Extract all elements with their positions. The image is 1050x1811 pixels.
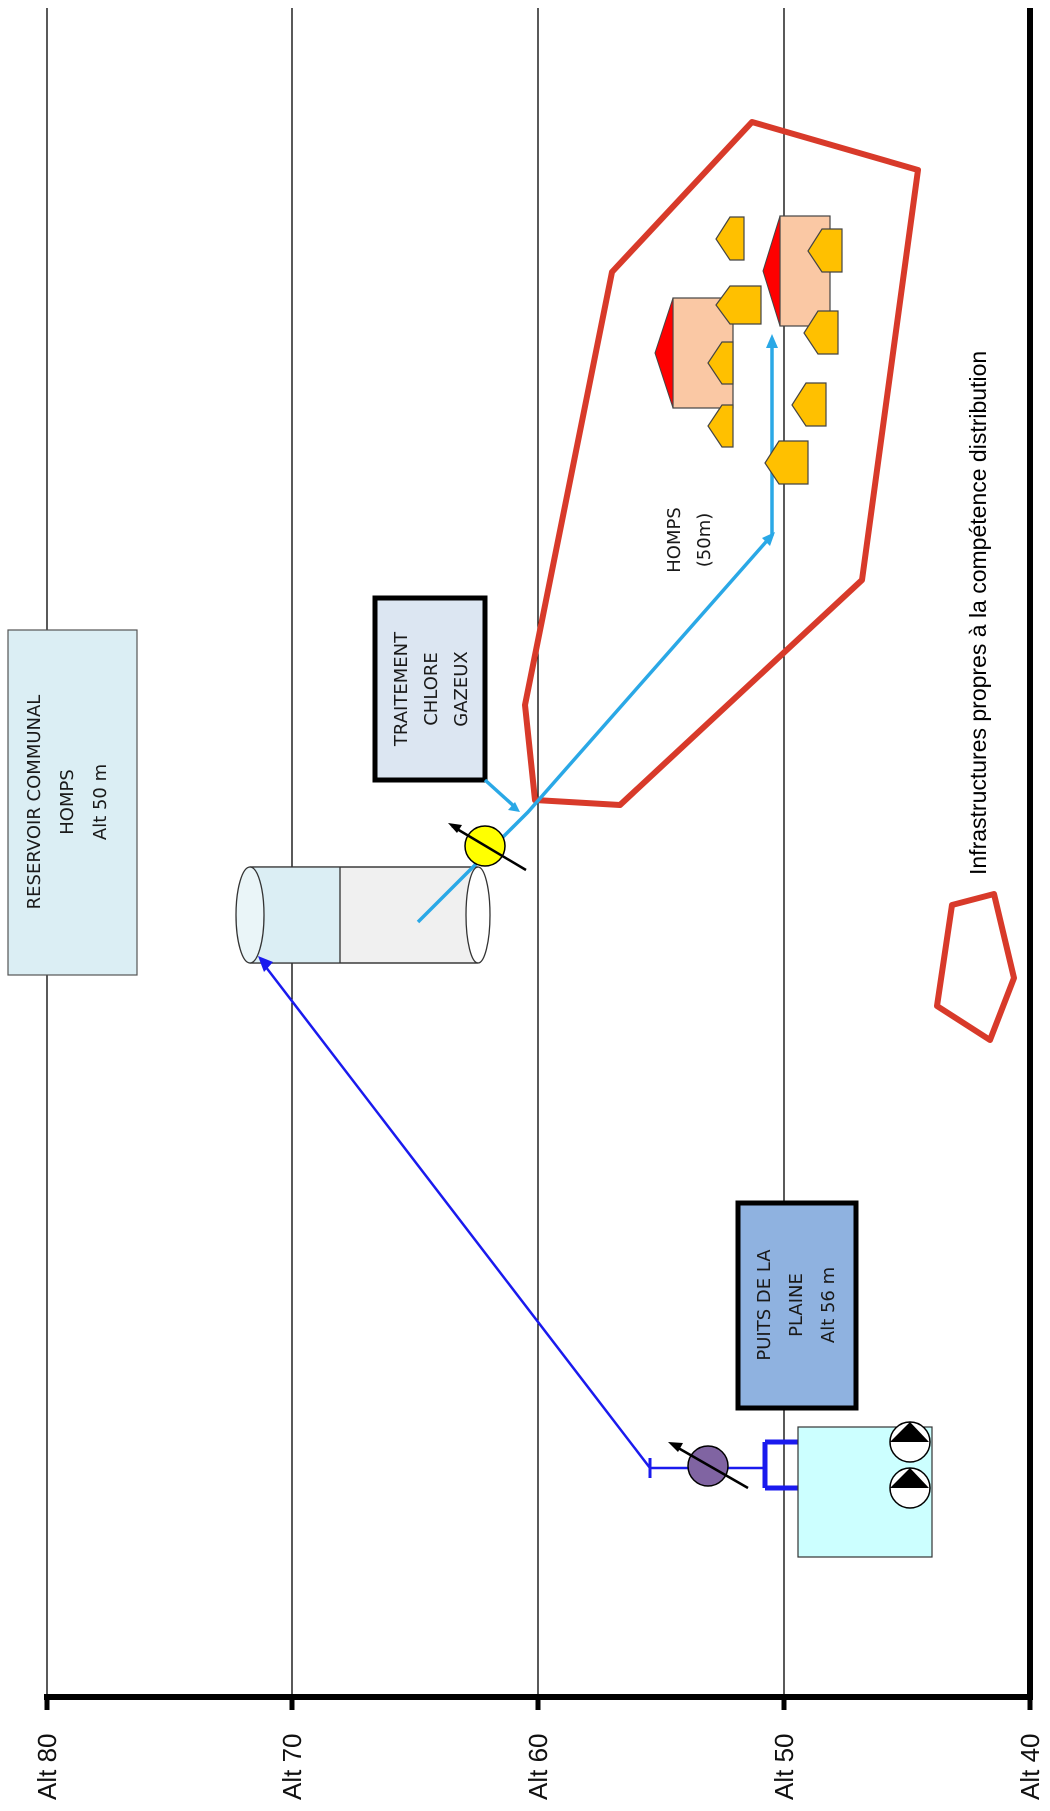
pump-icon bbox=[889, 1421, 931, 1463]
treatment-line-3: GAZEUX bbox=[451, 651, 472, 726]
raw-water-meter-icon bbox=[668, 1442, 749, 1490]
legend-label: Infrastructures propres à la compétence … bbox=[965, 351, 991, 875]
well-line-3: Alt 56 m bbox=[818, 1267, 839, 1343]
pipe-arrowheads bbox=[508, 334, 778, 812]
treatment-line-2: CHLORE bbox=[421, 652, 442, 726]
axis-label-alt50: Alt 50 bbox=[769, 1734, 799, 1801]
well-label-box: PUITS DE LA PLAINE Alt 56 m bbox=[735, 1200, 859, 1411]
treatment-label-box: TRAITEMENT CHLORE GAZEUX bbox=[372, 595, 488, 783]
arrow-to-town-icon bbox=[762, 532, 775, 546]
well-line-1: PUITS DE LA bbox=[754, 1249, 775, 1361]
reservoir-label-box: RESERVOIR COMMUNAL HOMPS Alt 50 m bbox=[7, 629, 138, 976]
house-icon bbox=[707, 341, 734, 385]
house-icon bbox=[764, 440, 809, 485]
town-label: HOMPS (50m) bbox=[664, 507, 715, 573]
legend: Infrastructures propres à la compétence … bbox=[934, 351, 1017, 1043]
house-icon bbox=[791, 382, 827, 427]
house-icon bbox=[715, 216, 745, 261]
houses-group bbox=[707, 216, 843, 485]
town-name: HOMPS bbox=[664, 507, 685, 573]
reservoir-altitude: Alt 50 m bbox=[90, 764, 111, 840]
treatment-line-1: TRAITEMENT bbox=[391, 631, 412, 747]
pump-station-icon bbox=[797, 1421, 933, 1558]
house-icon bbox=[803, 310, 839, 355]
distribution-zone-outline bbox=[522, 119, 921, 808]
arrow-to-reservoir-icon bbox=[258, 956, 273, 972]
axis-label-alt40: Alt 40 bbox=[1015, 1734, 1045, 1801]
reservoir-tank-icon bbox=[235, 866, 491, 964]
well-line-2: PLAINE bbox=[786, 1273, 807, 1337]
house-icon bbox=[715, 285, 762, 325]
treated-water-pipe bbox=[416, 340, 774, 924]
arrow-to-houses-icon bbox=[766, 334, 778, 348]
reservoir-town: HOMPS bbox=[57, 769, 78, 835]
house-icon bbox=[707, 404, 734, 448]
public-building-icon bbox=[654, 297, 734, 409]
treated-water-meter-icon bbox=[448, 823, 527, 872]
axis-label-alt70: Alt 70 bbox=[277, 1734, 307, 1801]
legend-zone-swatch-icon bbox=[934, 891, 1017, 1043]
arrow-from-treatment-icon bbox=[508, 802, 520, 812]
reservoir-name: RESERVOIR COMMUNAL bbox=[24, 695, 45, 910]
town-altitude: (50m) bbox=[694, 513, 715, 567]
axis-label-alt60: Alt 60 bbox=[523, 1734, 553, 1801]
house-icon bbox=[807, 228, 843, 273]
pump-icon bbox=[889, 1467, 931, 1509]
axis-labels: Alt 80 Alt 70 Alt 60 Alt 50 Alt 40 bbox=[32, 1734, 1045, 1801]
axis-label-alt80: Alt 80 bbox=[32, 1734, 62, 1801]
axis-ticks bbox=[44, 1697, 1033, 1710]
